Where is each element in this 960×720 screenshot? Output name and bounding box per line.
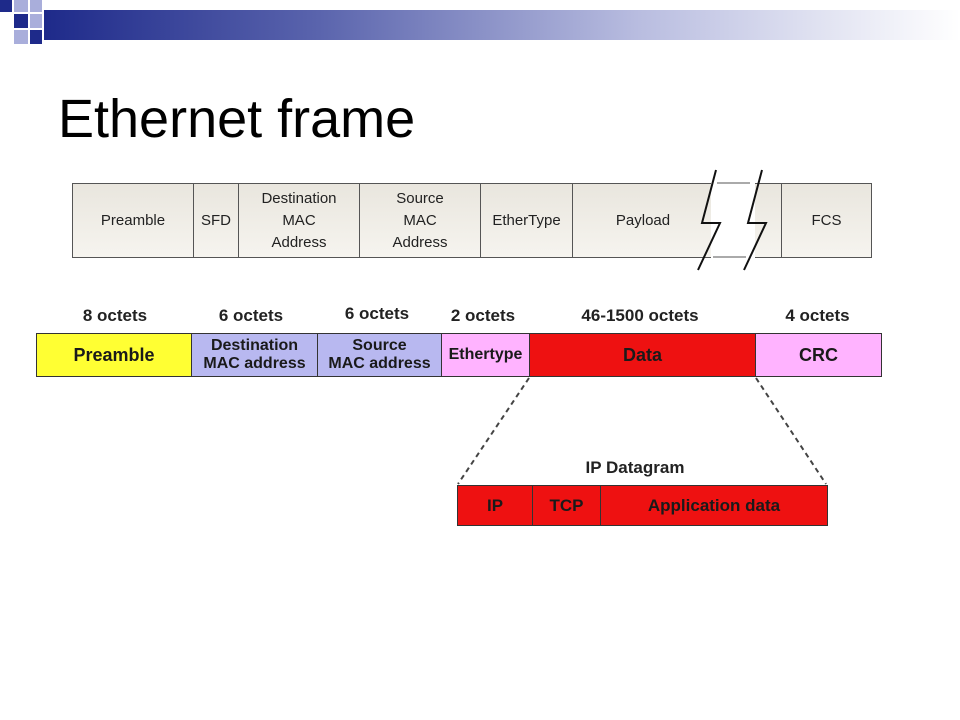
title-bar-gradient bbox=[44, 10, 960, 40]
ip-segment-ip: IP bbox=[457, 485, 533, 526]
table-cell-preamble: Preamble bbox=[73, 184, 194, 257]
octet-label: 6 octets bbox=[344, 304, 410, 323]
deco-square bbox=[14, 30, 28, 44]
segment-data: Data bbox=[529, 333, 756, 377]
segment-source-mac: Source MAC address bbox=[317, 333, 442, 377]
table-cell-ethertype: EtherType bbox=[481, 184, 573, 257]
segment-destination-mac: Destination MAC address bbox=[191, 333, 318, 377]
deco-square bbox=[30, 14, 42, 28]
slide-title: Ethernet frame bbox=[58, 89, 416, 149]
table-break-gap bbox=[711, 178, 755, 262]
octet-label: 8 octets bbox=[82, 306, 148, 325]
ip-segment-application-data: Application data bbox=[600, 485, 828, 526]
segment-preamble: Preamble bbox=[36, 333, 192, 377]
table-cell-sfd: SFD bbox=[194, 184, 239, 257]
ip-datagram-label: IP Datagram bbox=[585, 458, 685, 477]
deco-square bbox=[30, 30, 42, 44]
table-cell-source: Source MAC Address bbox=[360, 184, 481, 257]
table-cell-fcs: FCS bbox=[781, 184, 871, 257]
deco-square bbox=[0, 0, 12, 12]
table-cell-payload: Payload bbox=[615, 211, 671, 229]
table-cell-destination: Destination MAC Address bbox=[239, 184, 360, 257]
deco-square bbox=[30, 0, 42, 12]
break-marks bbox=[697, 169, 768, 271]
deco-square bbox=[14, 0, 28, 12]
octet-label: 6 octets bbox=[218, 306, 284, 325]
octet-label: 2 octets bbox=[450, 306, 516, 325]
octet-label: 46-1500 octets bbox=[581, 306, 699, 325]
segment-crc: CRC bbox=[755, 333, 882, 377]
ip-segment-tcp: TCP bbox=[532, 485, 601, 526]
octet-label: 4 octets bbox=[785, 306, 850, 325]
deco-square bbox=[14, 14, 28, 28]
